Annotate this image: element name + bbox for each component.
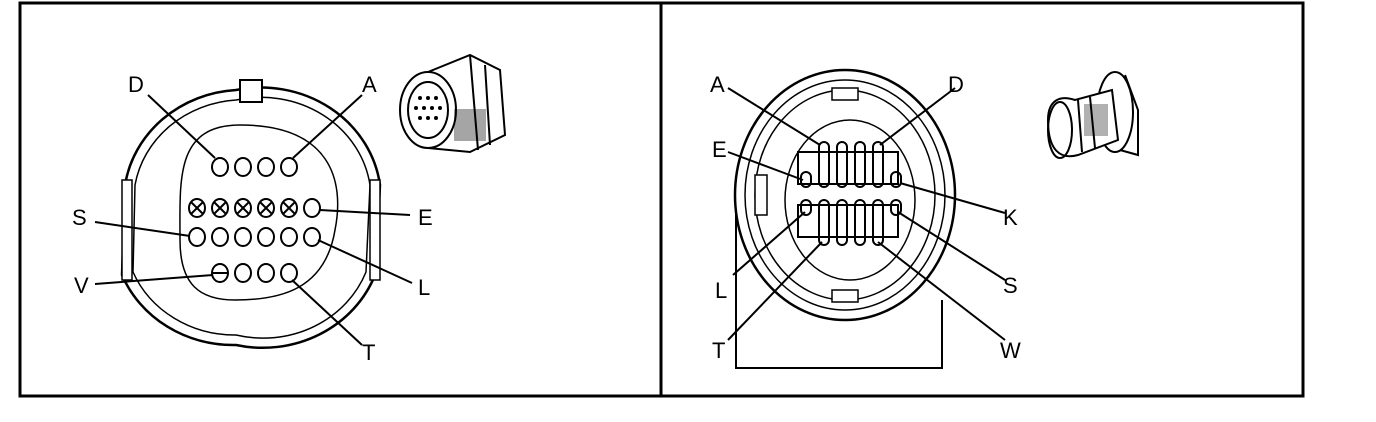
label-left-S: S: [72, 205, 87, 230]
connector-photo-male-icon: [1046, 71, 1139, 159]
right-pin-labels: A D E K L S T W: [710, 72, 1021, 363]
label-left-E: E: [418, 205, 433, 230]
label-right-T: T: [712, 338, 725, 363]
label-left-D: D: [128, 72, 144, 97]
left-pin-labels: D A E S L V T: [72, 72, 433, 365]
label-left-A: A: [362, 72, 377, 97]
label-left-V: V: [74, 273, 89, 298]
label-right-S: S: [1003, 273, 1018, 298]
left-connector-face: [94, 79, 413, 350]
label-right-E: E: [712, 137, 727, 162]
label-left-L: L: [418, 275, 430, 300]
label-right-L: L: [715, 278, 727, 303]
label-right-W: W: [1000, 338, 1021, 363]
label-left-T: T: [362, 340, 375, 365]
label-right-K: K: [1003, 205, 1018, 230]
label-right-D: D: [948, 72, 964, 97]
connector-photo-female-icon: [399, 53, 507, 154]
label-right-A: A: [710, 72, 725, 97]
right-connector-face: [727, 68, 1006, 369]
